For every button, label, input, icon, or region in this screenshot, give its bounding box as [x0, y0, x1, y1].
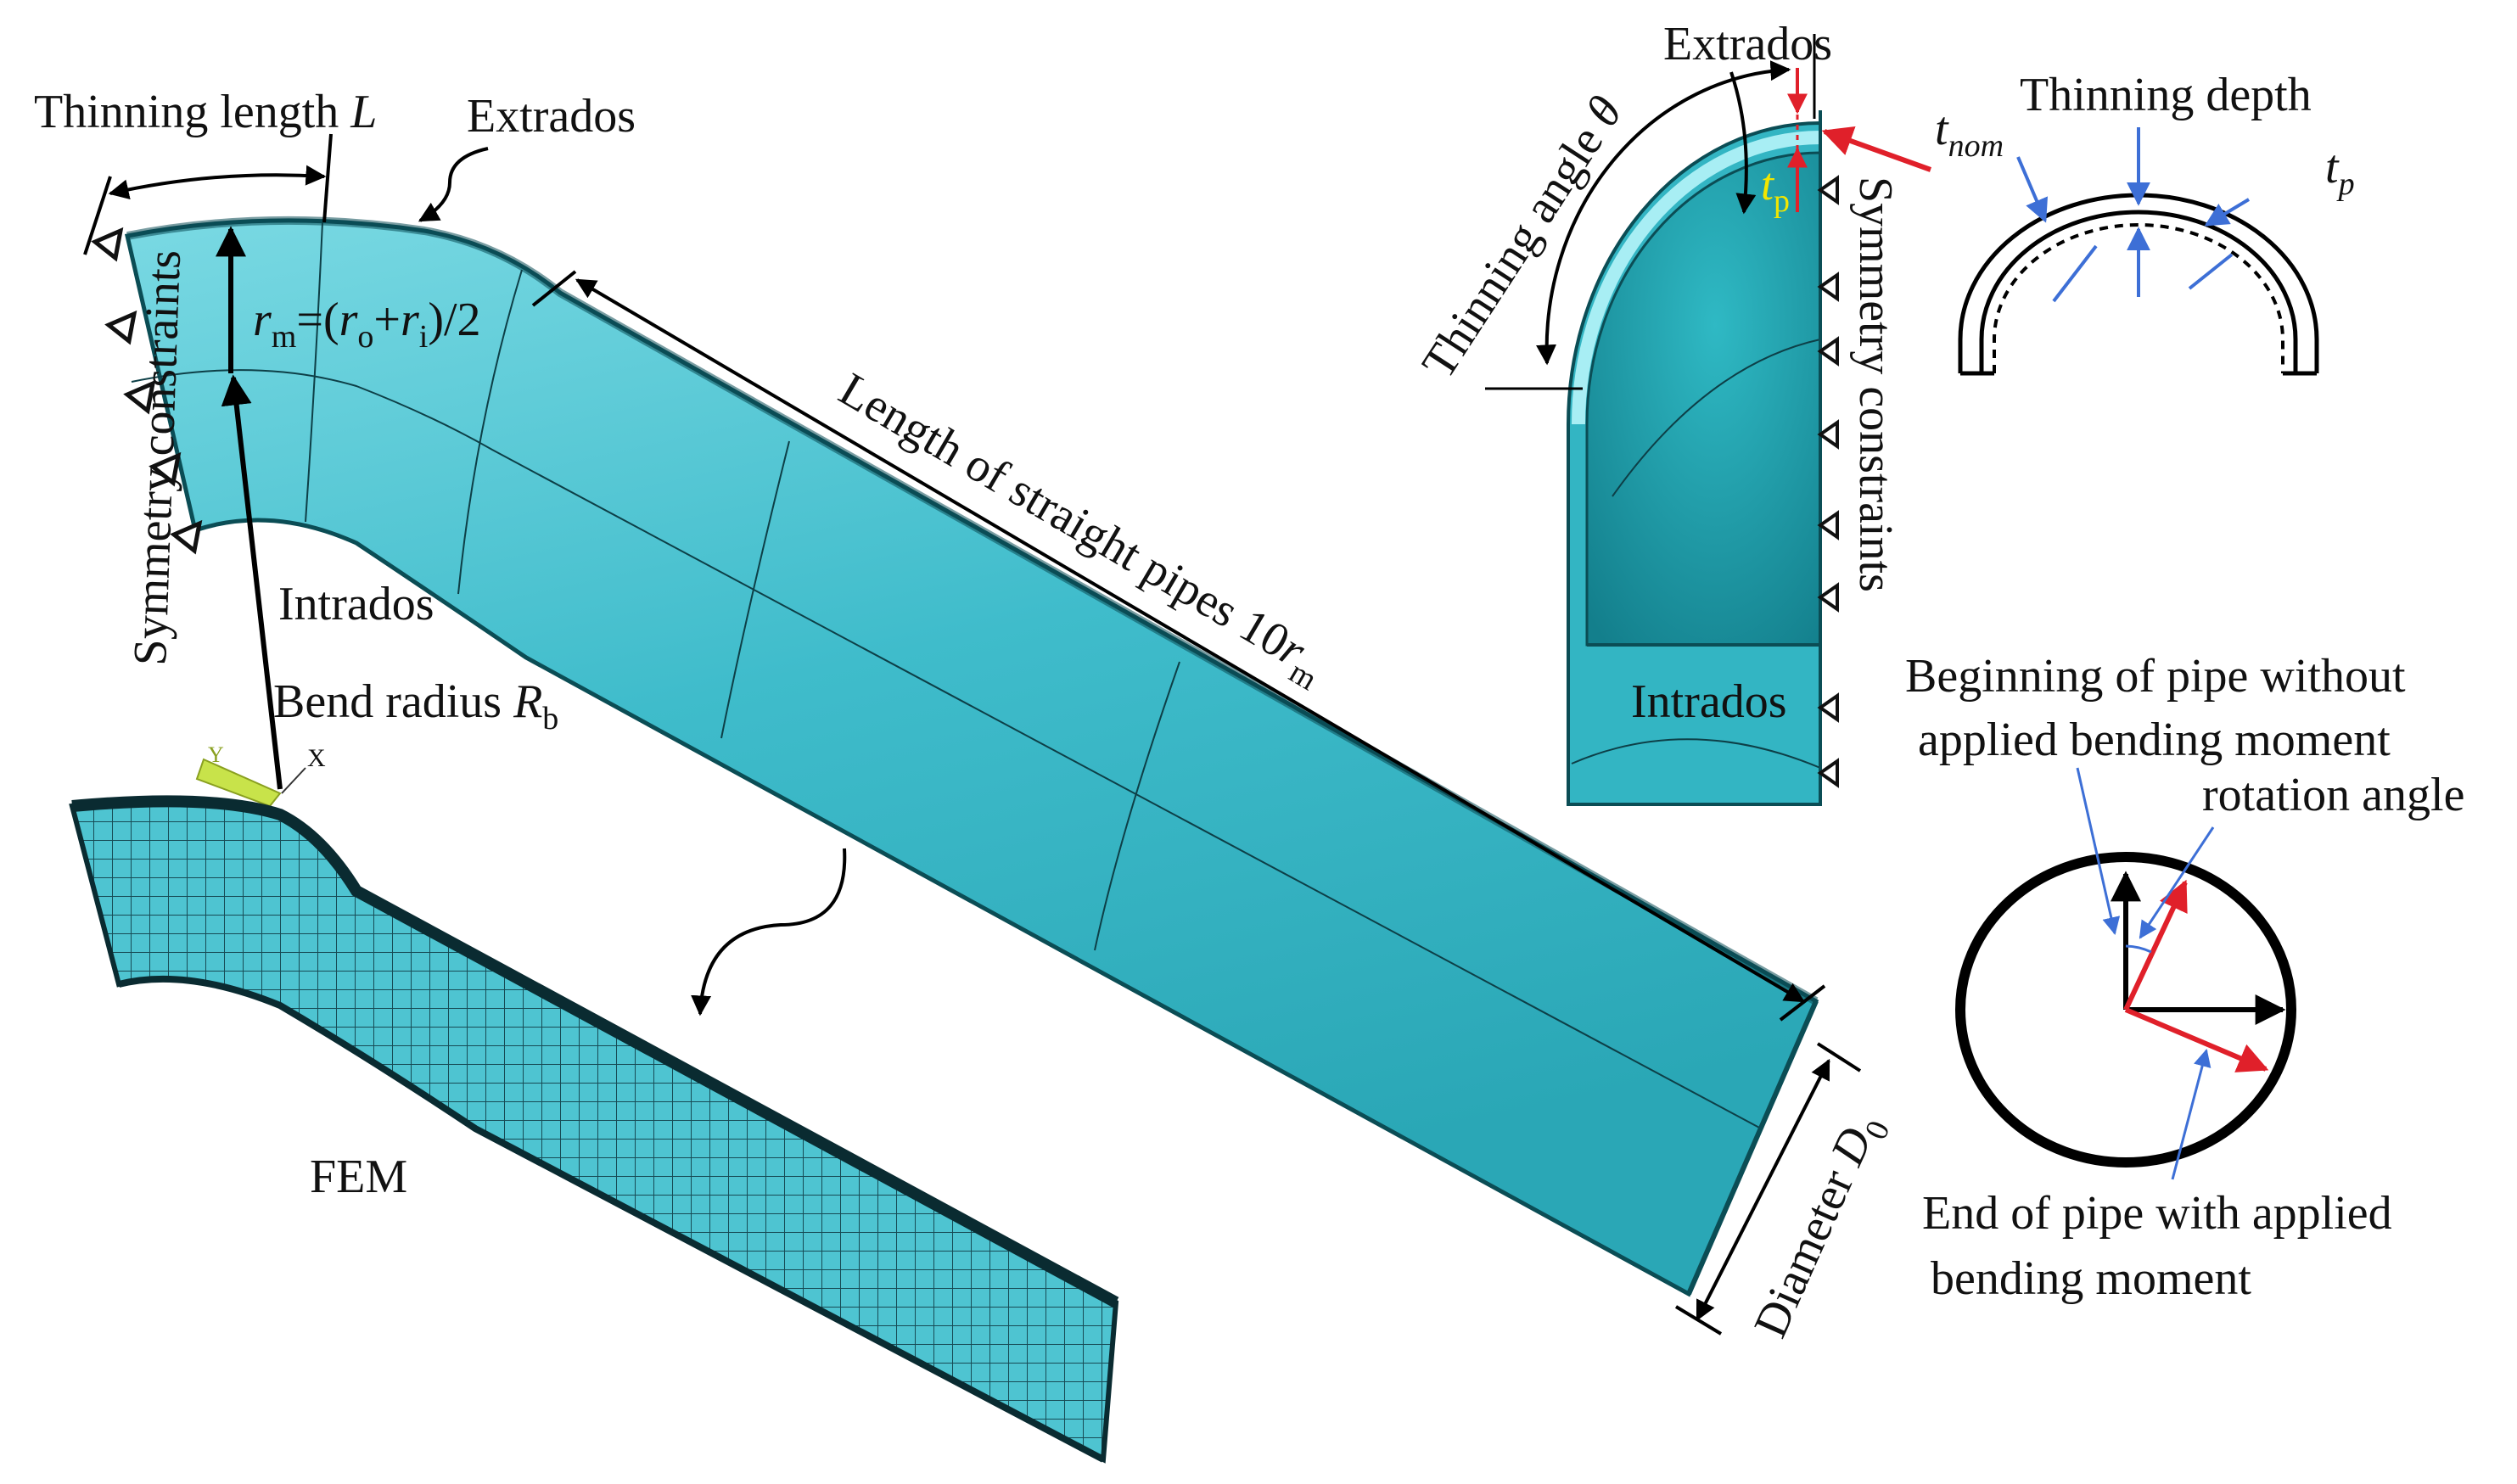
- bend-radius-arrow: [221, 374, 283, 790]
- thinning-depth-label: Thinning depth: [2020, 69, 2312, 121]
- rotation-begin-line2: applied bending moment: [1918, 714, 2391, 766]
- axis-triad-icon: X Y: [195, 742, 326, 808]
- extrados-label: Extrados: [467, 90, 636, 143]
- axis-x-label: X: [307, 744, 326, 772]
- extrados-leader: [418, 147, 489, 222]
- straight-length-dimension: [531, 270, 1826, 1022]
- bend-radius-label: Bend radius Rb: [273, 675, 558, 736]
- thinning-length-dimension: [83, 133, 333, 255]
- rotation-begin-line1: Beginning of pipe without: [1905, 650, 2406, 703]
- tp-section-label: tp: [1761, 159, 1790, 219]
- fem-mesh-model: [69, 795, 1119, 1464]
- rm-formula: rm=(ro+ri)/2: [253, 294, 481, 355]
- axis-y-label: Y: [208, 742, 224, 767]
- thinning-depth-leaders: [2016, 127, 2251, 303]
- section-inner: [1585, 151, 1822, 647]
- pipe-extrados-wall: [126, 216, 1819, 1005]
- intrados-label: Intrados: [278, 578, 434, 630]
- extrados-section-label: Extrados: [1663, 18, 1832, 70]
- rotation-leaders: [2076, 767, 2215, 1180]
- symmetry-constraints-right-label: Symmetry constraints: [1849, 176, 1902, 592]
- rotation-angle-label: rotation angle: [2202, 769, 2464, 821]
- pipe-bend-model: [124, 216, 1819, 1297]
- intrados-section-label: Intrados: [1631, 675, 1787, 728]
- fem-mesh-body: [69, 798, 1119, 1464]
- diameter-label: Diameter D0: [1744, 1106, 1897, 1349]
- diameter-dimension: [1674, 1042, 1862, 1336]
- thinning-angle-arc: [1536, 60, 1791, 366]
- thinning-length-label: Thinning length L: [34, 86, 377, 138]
- symmetry-markers-left: [91, 227, 203, 555]
- tp-sketch-label: tp: [2325, 141, 2355, 202]
- rotation-circle-sketch: [1955, 852, 2296, 1168]
- symmetry-markers-right: [1817, 175, 1839, 788]
- rotation-end-line1: End of pipe with applied: [1922, 1187, 2392, 1240]
- tp-indicator: [1787, 68, 1932, 212]
- tnom-label: tnom: [1935, 103, 2004, 164]
- fem-label: FEM: [310, 1151, 407, 1203]
- rotation-end-line2: bending moment: [1931, 1252, 2251, 1305]
- fem-pointer-arrow: [691, 848, 847, 1016]
- pipe-body: [124, 218, 1819, 1297]
- pipe-mid-line: [131, 369, 1762, 1129]
- extrados-section-leader: [1729, 71, 1757, 215]
